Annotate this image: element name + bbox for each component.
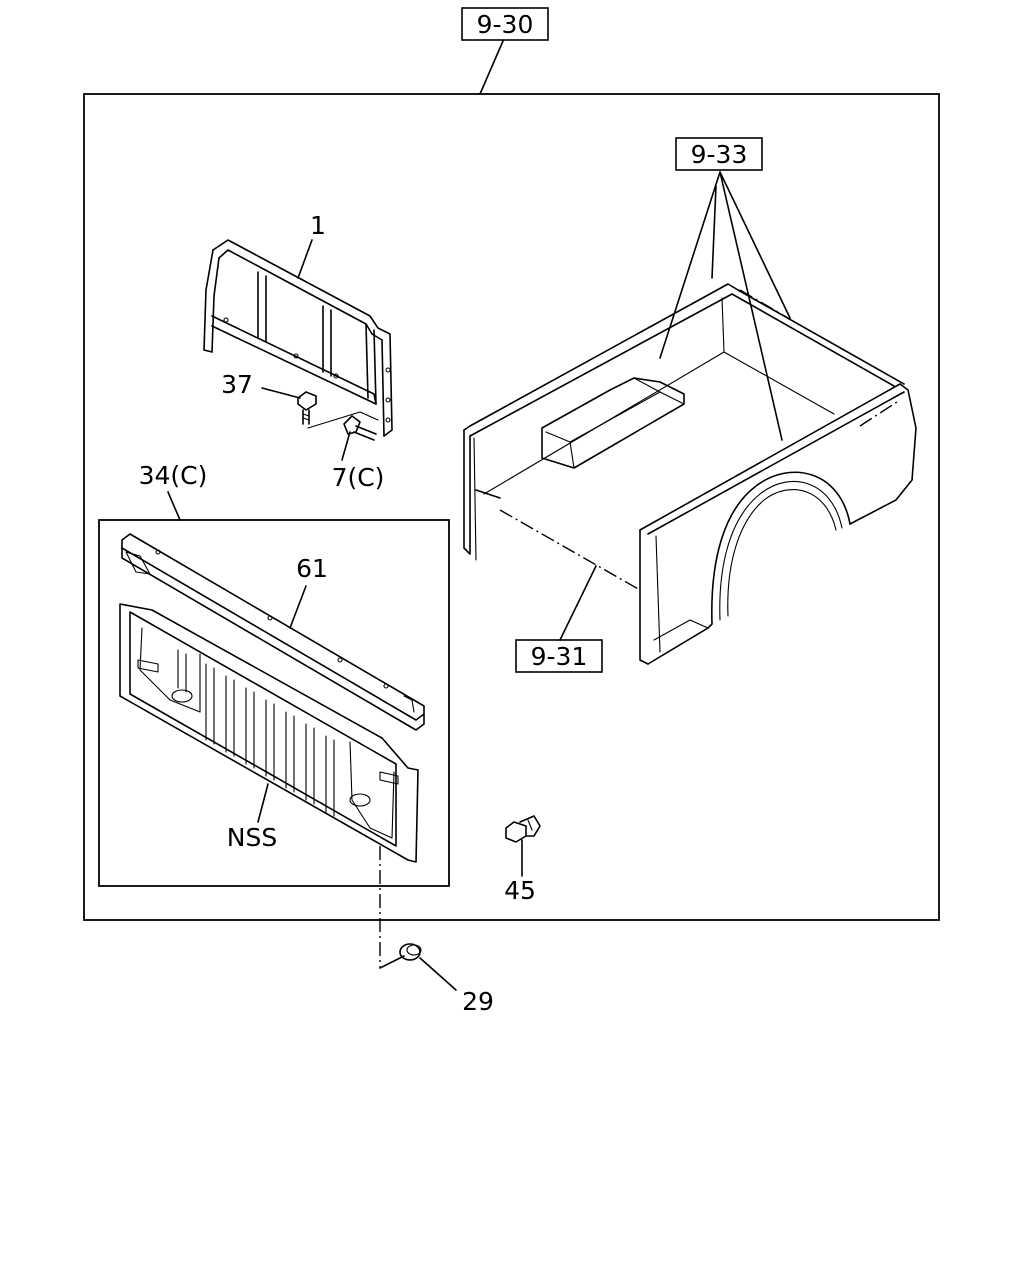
bolt-a-drawing [297,391,317,425]
truck-bed-drawing [463,283,917,665]
leader-bed-side [659,171,791,441]
leader-guard-frame [297,239,313,279]
ref-main-assembly[interactable]: 9-30 [461,7,549,41]
callout-guard-frame: 1 [310,211,326,240]
leader-main-assembly [479,40,504,95]
leader-bed-floor [559,565,597,641]
callout-top-rail: 61 [296,554,328,583]
guard-frame-drawing [203,239,393,437]
leader-bed-side-extra [711,185,717,279]
callout-clip: 45 [504,876,536,905]
mount-line-bolt [307,411,379,429]
ref-bed-side[interactable]: 9-33 [675,137,763,171]
callout-plug: 29 [462,987,494,1016]
tailgate-panel-drawing [119,603,419,863]
leader-bolt-c [341,431,351,461]
leader-plug-tip [379,955,405,969]
leader-tailgate-panel [257,783,269,823]
clip-drawing [505,815,541,843]
tailgate-box [98,519,450,887]
leader-plug [419,957,457,991]
ref-bed-floor-label: 9-31 [531,642,588,671]
ref-main-assembly-label: 9-30 [477,10,534,39]
leader-bolt-a [261,387,301,399]
callout-tailgate-panel: NSS [227,823,277,852]
leader-tailgate-assembly [167,491,181,521]
top-rail-drawing [121,533,425,731]
callout-bolt-c: 7(C) [332,463,385,492]
ref-bed-floor[interactable]: 9-31 [515,639,603,673]
plug-drawing [399,943,422,961]
callout-tailgate-assembly: 34(C) [139,461,208,490]
callout-bolt-a: 37 [221,370,253,399]
bolt-c-drawing [343,415,377,441]
assembly-frame [83,93,940,921]
ref-bed-side-label: 9-33 [691,140,748,169]
leader-top-rail [289,585,307,629]
